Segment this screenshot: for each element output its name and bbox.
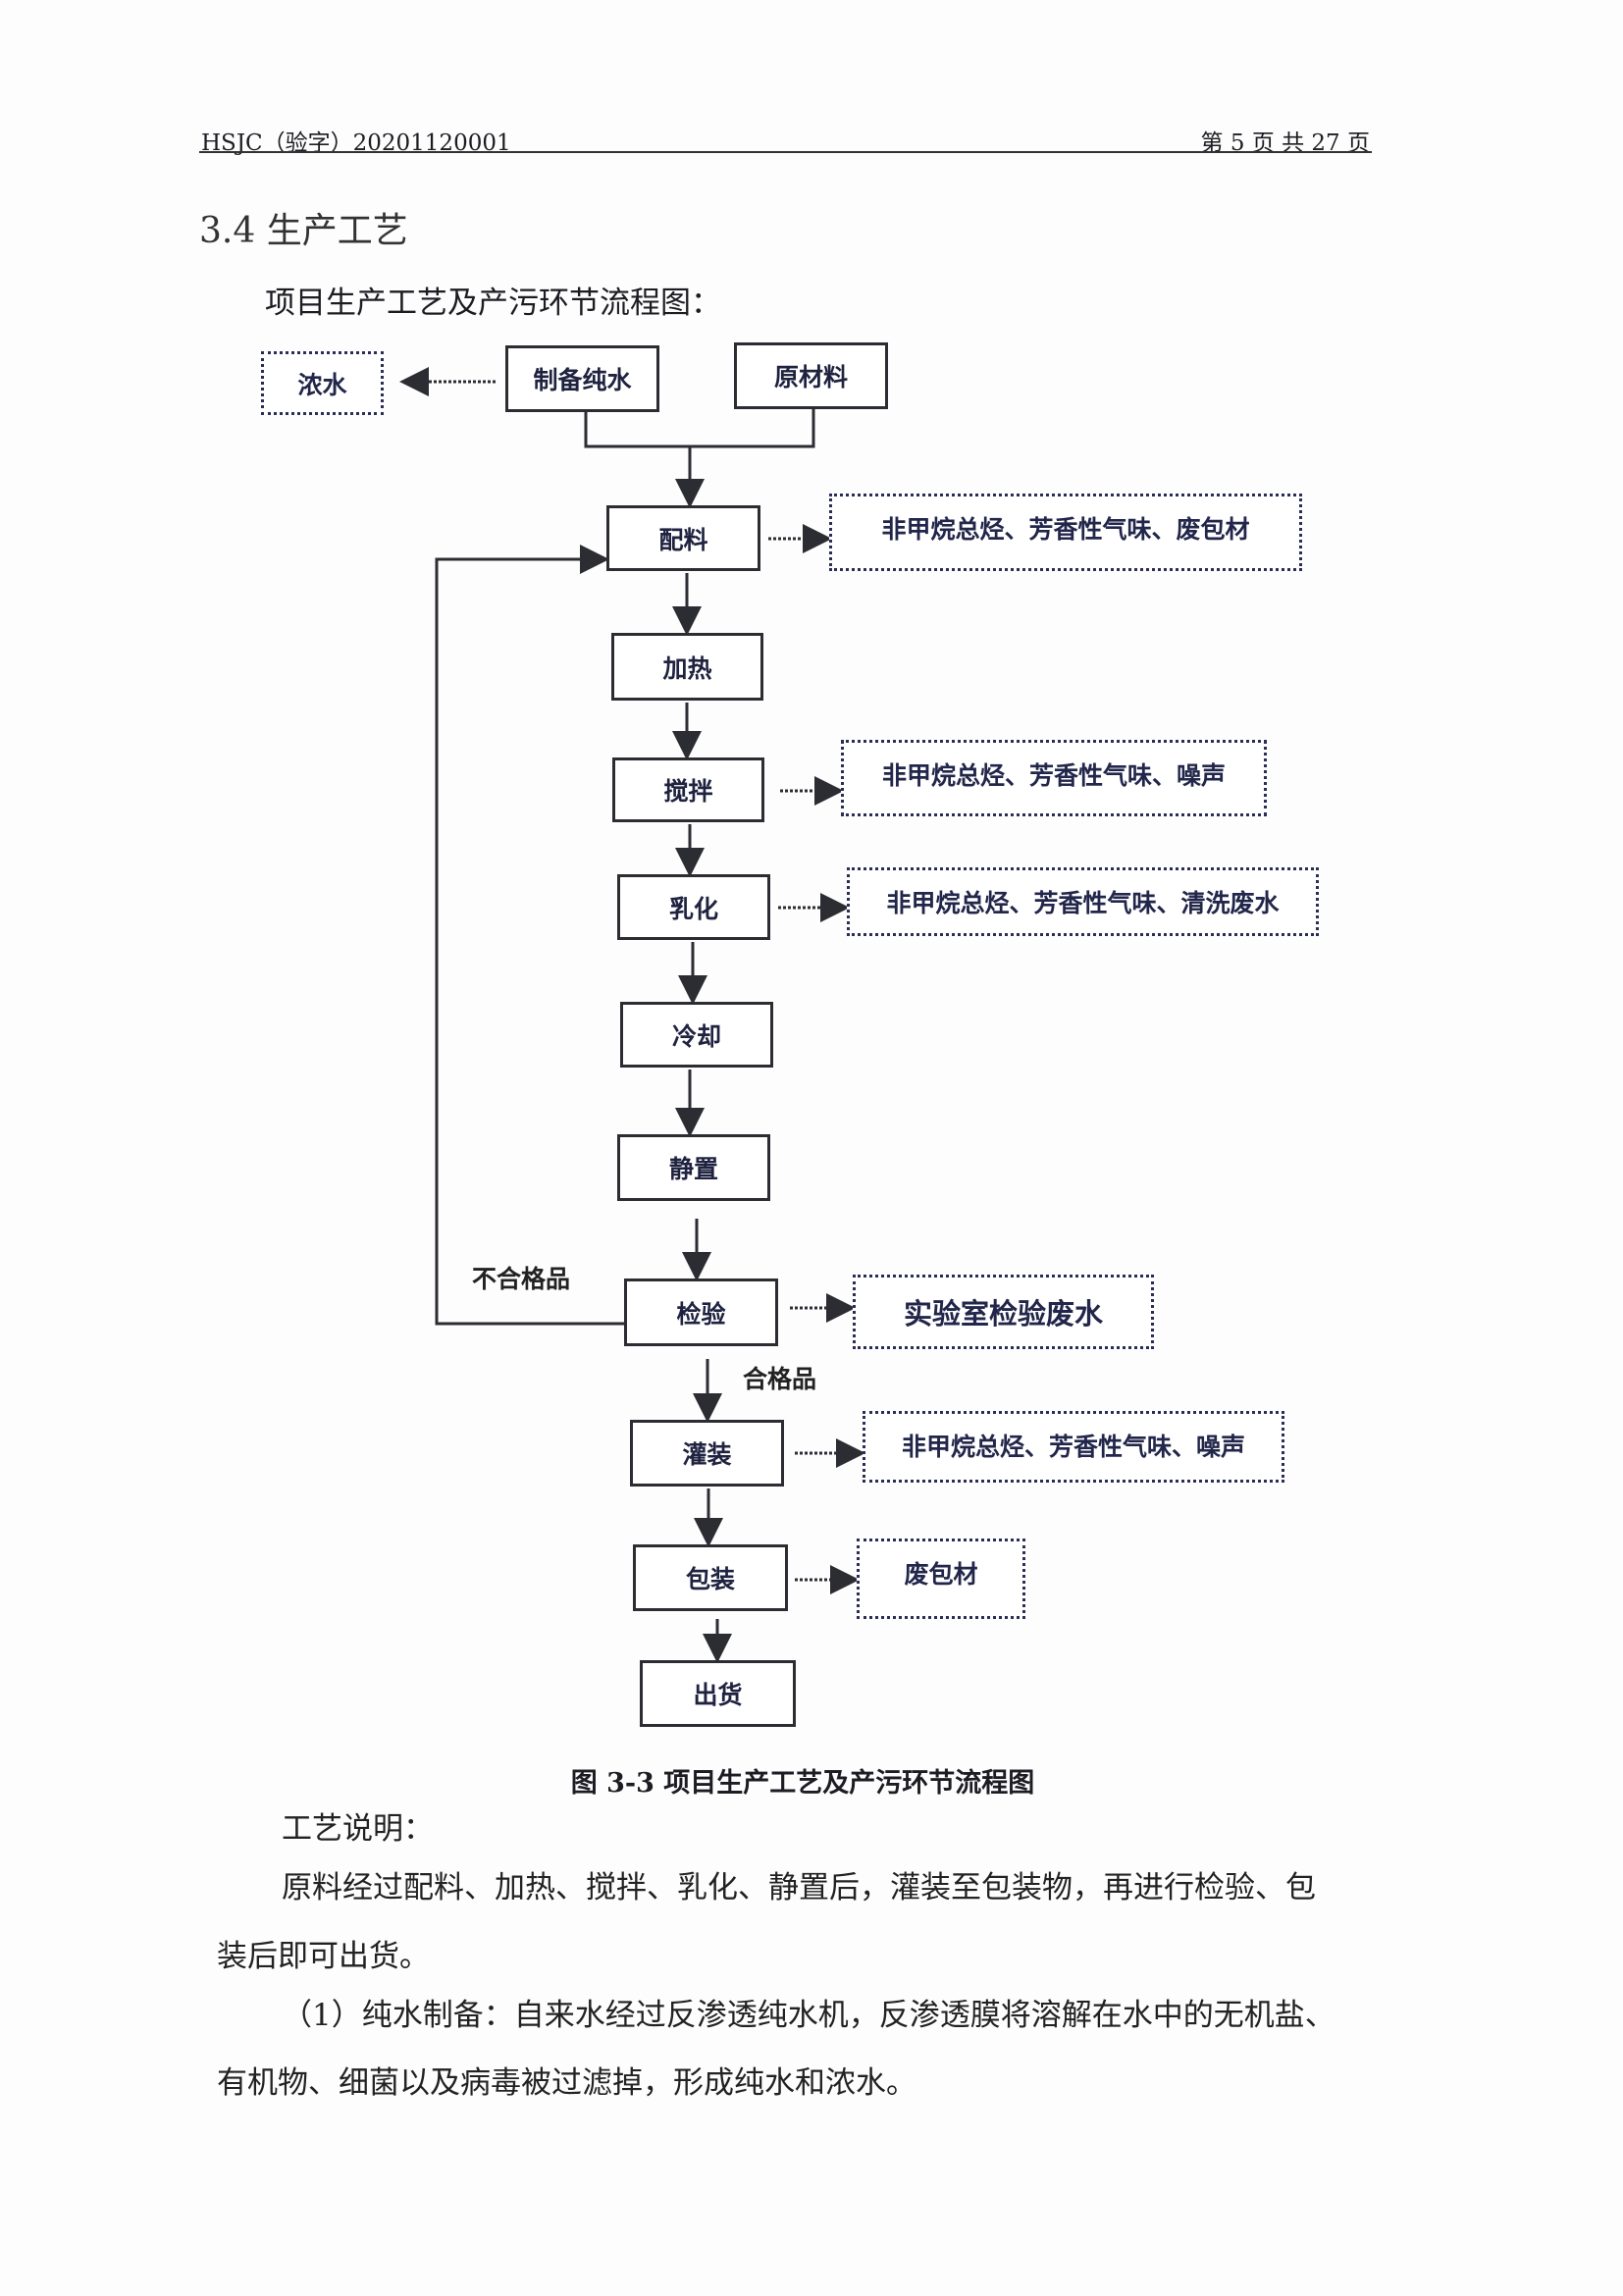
rework-loop (435, 545, 624, 1326)
output-packing: 废包材 (857, 1539, 1025, 1619)
body-heading: 工艺说明： (282, 1811, 434, 1847)
pure-water-box: 制备纯水 (505, 345, 659, 412)
fail-label: 不合格品 (472, 1265, 571, 1293)
concentrate-box: 浓水 (261, 351, 384, 415)
step-batching: 配料 (606, 505, 760, 571)
pass-label: 合格品 (743, 1365, 817, 1393)
step-stirring: 搅拌 (612, 757, 764, 822)
body-text: 原料经过配料、加热、搅拌、乳化、静置后，灌装至包装物，再进行检验、包 (282, 1870, 1316, 1905)
section-title: 3.4 生产工艺 (199, 211, 408, 251)
step-shipping: 出货 (640, 1660, 796, 1727)
step-standing: 静置 (617, 1134, 770, 1201)
output-stirring: 非甲烷总烃、芳香性气味、噪声 (841, 740, 1267, 816)
step-filling: 灌装 (630, 1420, 784, 1487)
body-text: 装后即可出货。 (217, 1939, 430, 1974)
step-inspection: 检验 (624, 1278, 778, 1346)
figure-caption: 图 3-3 项目生产工艺及产污环节流程图 (570, 1768, 1035, 1799)
merge-connector (584, 409, 815, 502)
output-filling: 非甲烷总烃、芳香性气味、噪声 (863, 1411, 1284, 1483)
step-heating: 加热 (611, 633, 763, 701)
output-emulsify: 非甲烷总烃、芳香性气味、清洗废水 (847, 867, 1319, 936)
header-divider (199, 151, 1372, 153)
body-text: （1）纯水制备：自来水经过反渗透纯水机，反渗透膜将溶解在水中的无机盐、 (282, 1998, 1335, 2033)
body-text: 有机物、细菌以及病毒被过滤掉，形成纯水和浓水。 (217, 2065, 916, 2101)
output-batching: 非甲烷总烃、芳香性气味、废包材 (829, 494, 1302, 571)
step-packing: 包装 (633, 1544, 788, 1611)
step-emulsify: 乳化 (617, 874, 770, 940)
intro-text: 项目生产工艺及产污环节流程图： (265, 286, 721, 321)
output-inspection: 实验室检验废水 (853, 1275, 1154, 1349)
raw-material-box: 原材料 (734, 342, 888, 409)
step-cooling: 冷却 (620, 1002, 773, 1068)
